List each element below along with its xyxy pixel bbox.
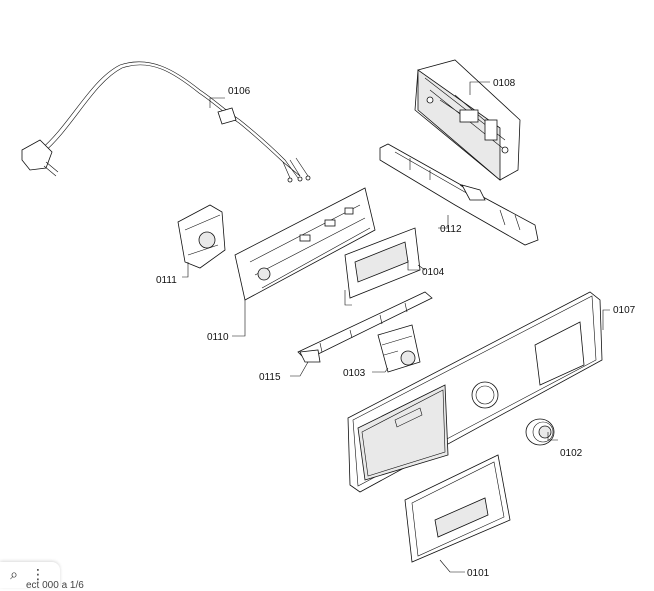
more-vertical-icon[interactable]: ⋮ xyxy=(31,567,45,583)
footer-caption: ect 000 a 1/6 xyxy=(26,580,84,591)
image-tools: ⌕ ⋮ xyxy=(0,562,60,588)
selector-bracket-part xyxy=(177,204,226,269)
lens-icon[interactable]: ⌕ xyxy=(10,567,18,583)
control-panel-fascia-part xyxy=(347,291,603,493)
label-0112: 0112 xyxy=(440,224,462,235)
label-0106: 0106 xyxy=(228,86,251,97)
control-module-part xyxy=(414,59,521,181)
leader-lines xyxy=(182,81,610,573)
label-0104: 0104 xyxy=(422,267,445,278)
power-cord-part xyxy=(21,61,311,183)
label-0102: 0102 xyxy=(560,448,583,459)
label-0103: 0103 xyxy=(343,368,366,379)
dispenser-drawer-handle-part xyxy=(404,454,511,563)
key-strip-part xyxy=(297,291,433,363)
label-0110: 0110 xyxy=(207,332,229,343)
label-0107: 0107 xyxy=(613,305,636,316)
support-bracket-part xyxy=(379,143,539,246)
printed-circuit-board-part xyxy=(234,187,376,301)
label-0115: 0115 xyxy=(259,372,281,383)
label-0111: 0111 xyxy=(156,275,177,286)
program-knob-part xyxy=(525,418,555,446)
program-selector-part xyxy=(377,324,421,373)
label-0101: 0101 xyxy=(467,568,490,579)
label-0108: 0108 xyxy=(493,78,516,89)
